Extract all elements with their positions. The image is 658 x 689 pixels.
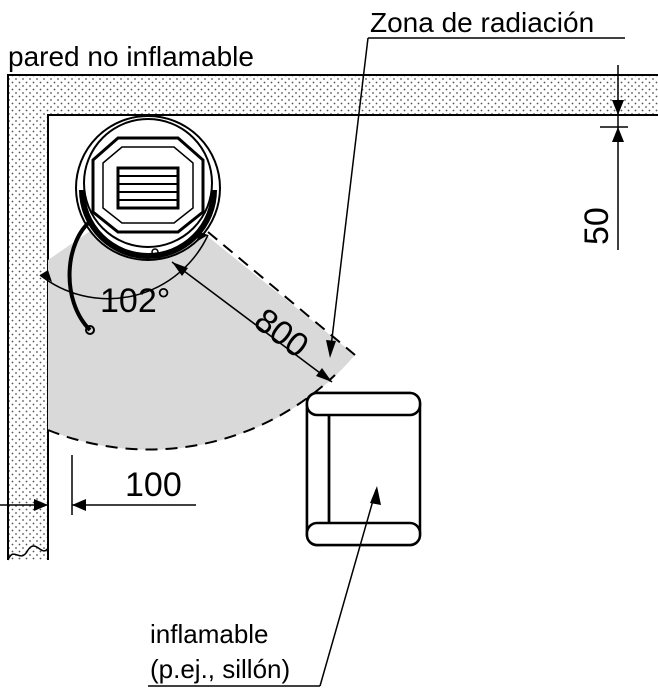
radiation-leader bbox=[326, 37, 625, 358]
wall-gap-label: 50 bbox=[578, 207, 616, 245]
radiation-zone-label: Zona de radiación bbox=[370, 7, 594, 38]
flammable-label-line2: (p.ej., sillón) bbox=[150, 654, 290, 684]
side-gap-label: 100 bbox=[125, 466, 182, 504]
radiation-zone-edge bbox=[207, 231, 356, 356]
wall-label: pared no inflamable bbox=[8, 41, 254, 72]
stove bbox=[67, 115, 221, 335]
angle-indicator bbox=[39, 232, 209, 300]
side-gap-dimension bbox=[0, 455, 196, 515]
distance-dimension bbox=[171, 261, 333, 383]
wall-gap-dimension bbox=[600, 65, 628, 250]
armchair bbox=[305, 391, 422, 547]
flammable-label-line1: inflamable bbox=[150, 619, 269, 649]
radiation-zone-boundary bbox=[47, 374, 336, 451]
angle-label: 102° bbox=[100, 282, 170, 320]
flammable-leader bbox=[148, 486, 381, 687]
